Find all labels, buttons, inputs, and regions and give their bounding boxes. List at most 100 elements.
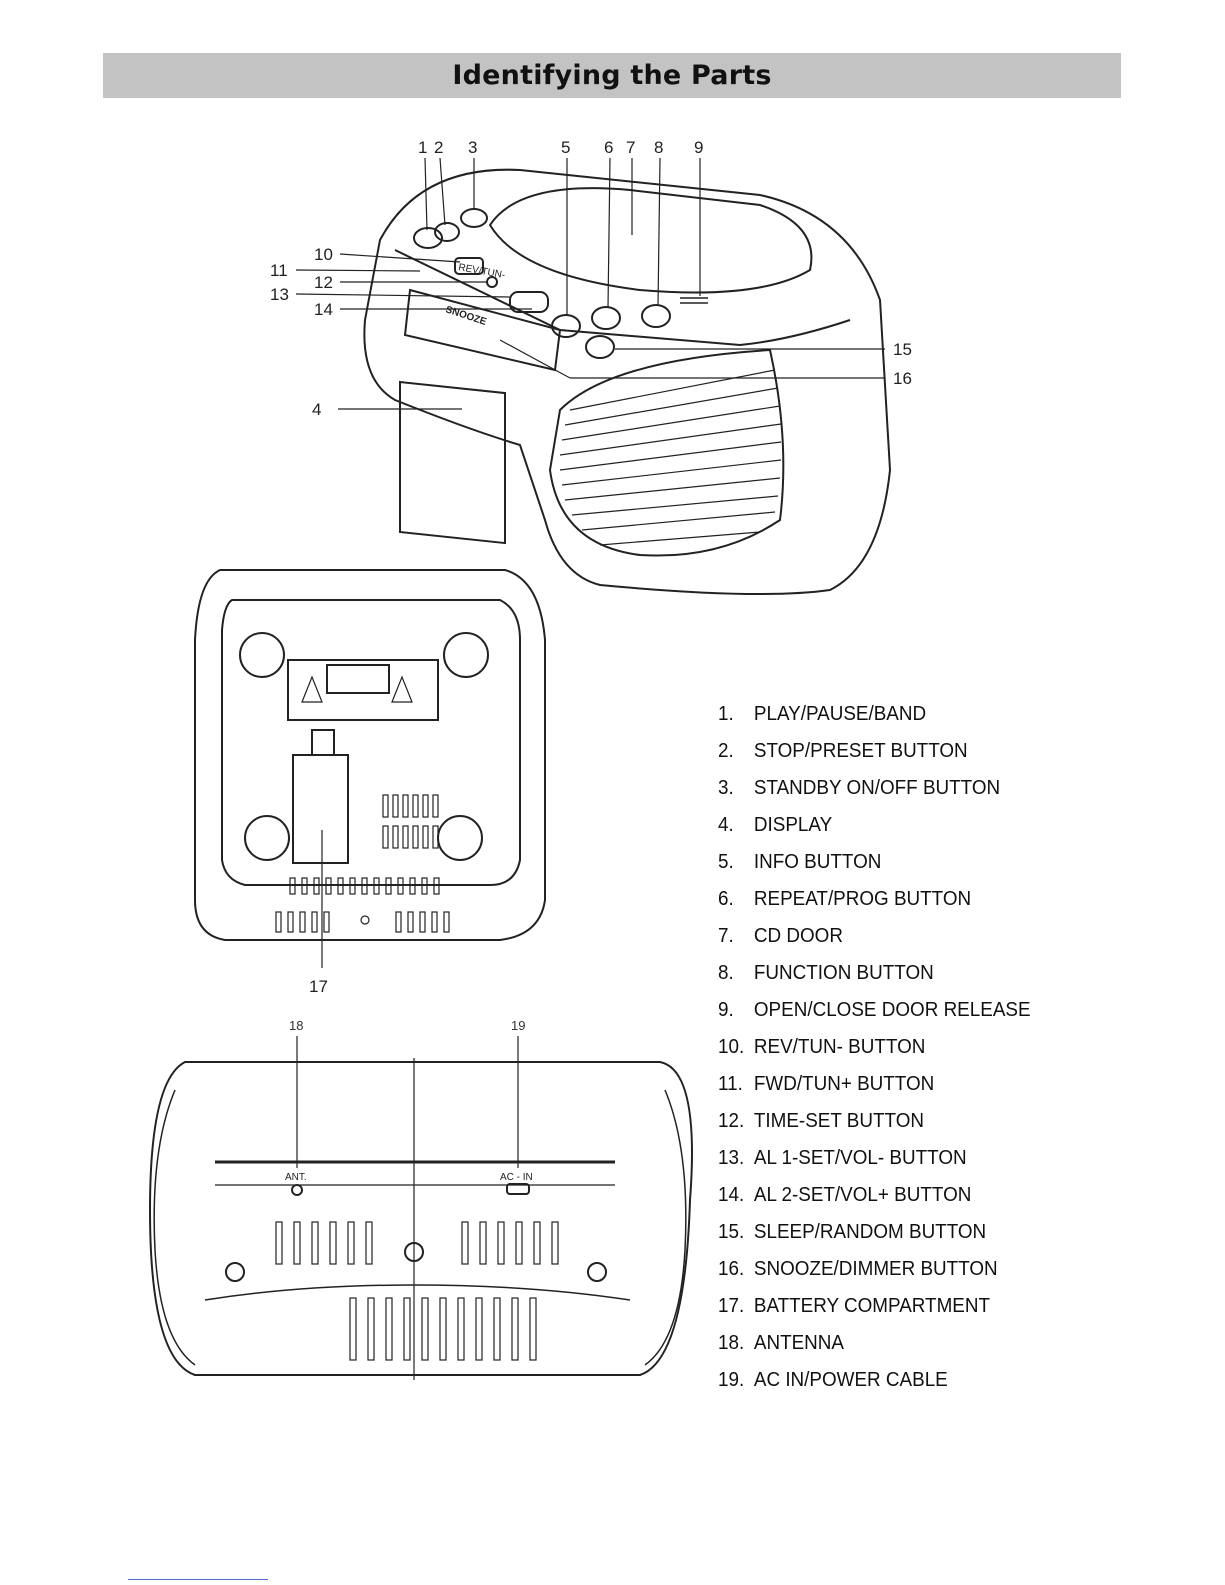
- warning-triangle-right: [391, 675, 413, 703]
- item-label: PLAY/PAUSE/BAND: [753, 702, 927, 725]
- item-number: 7.: [718, 924, 734, 947]
- battery-tab: [311, 729, 335, 756]
- item-number: 17.: [718, 1294, 745, 1317]
- cd-door-shape: [488, 187, 813, 294]
- item-number: 13.: [718, 1146, 745, 1169]
- callout-17: 17: [309, 977, 328, 996]
- item-number: 1.: [718, 702, 734, 725]
- list-item: 15. SLEEP/RANDOM BUTTON: [718, 1220, 1031, 1257]
- callout-2: 2: [434, 138, 443, 157]
- item-number: 19.: [718, 1368, 745, 1391]
- list-item: 18.ANTENNA: [718, 1331, 1031, 1368]
- repeat-button-shape: [591, 306, 621, 330]
- item-label: OPEN/CLOSE DOOR RELEASE: [753, 998, 1031, 1021]
- list-item: 19. AC IN/POWER CABLE: [718, 1368, 1031, 1405]
- callout-3: 3: [468, 138, 477, 157]
- list-item: 13. AL 1-SET/VOL- BUTTON: [718, 1146, 1031, 1183]
- item-number: 6.: [718, 887, 734, 910]
- item-label: REV/TUN- BUTTON: [753, 1035, 926, 1058]
- parts-list: 1. PLAY/PAUSE/BAND 2.STOP/PRESET BUTTON 3…: [718, 702, 1058, 1405]
- stop-button-shape: [434, 222, 460, 242]
- item-number: 4.: [718, 813, 734, 836]
- list-item: 16.SNOOZE/DIMMER BUTTON: [718, 1257, 1031, 1294]
- top-view-illustration: [295, 157, 892, 595]
- item-label: BATTERY COMPARTMENT: [753, 1294, 991, 1317]
- item-label: AL 2-SET/VOL+ BUTTON: [753, 1183, 972, 1206]
- sleep-button-shape: [585, 335, 615, 359]
- left-side-curve: [153, 1089, 196, 1366]
- standby-button-shape: [460, 208, 488, 228]
- callout-11: 11: [270, 261, 288, 280]
- callout-4: 4: [312, 400, 321, 419]
- list-item: 11. FWD/TUN+ BUTTON: [718, 1072, 1031, 1109]
- callout-16: 16: [893, 369, 912, 388]
- right-side-curve: [644, 1089, 687, 1366]
- antenna-port: [291, 1184, 303, 1196]
- back-body-outline: [148, 1061, 693, 1376]
- item-number: 3.: [718, 776, 734, 799]
- callout-12: 12: [314, 273, 333, 292]
- list-item: 5. INFO BUTTON: [718, 850, 1031, 887]
- item-number: 11.: [718, 1072, 743, 1095]
- page-title: Identifying the Parts: [452, 60, 772, 91]
- callout-7: 7: [626, 138, 635, 157]
- list-item: 10.REV/TUN- BUTTON: [718, 1035, 1031, 1072]
- rating-label: [287, 659, 439, 721]
- rating-label-box: [326, 664, 390, 694]
- item-label: FWD/TUN+ BUTTON: [753, 1072, 935, 1095]
- list-item: 4. DISPLAY: [718, 813, 1031, 850]
- item-label: STOP/PRESET BUTTON: [753, 739, 968, 762]
- item-number: 16.: [718, 1257, 745, 1280]
- back-lower-curve: [204, 1284, 631, 1301]
- rev-tun-button-shape: [454, 257, 484, 275]
- footer-rule: [128, 1579, 268, 1580]
- list-item: 8.FUNCTION BUTTON: [718, 961, 1031, 998]
- list-item: 3. STANDBY ON/OFF BUTTON: [718, 776, 1031, 813]
- callout-5: 5: [561, 138, 570, 157]
- item-label: DISPLAY: [753, 813, 833, 836]
- screw-left: [225, 1262, 245, 1282]
- info-button-shape: [551, 314, 581, 338]
- bottom-vents: [275, 794, 450, 933]
- back-view-callouts: 18 19 ANT. AC - IN: [285, 1018, 533, 1183]
- list-item: 7. CD DOOR: [718, 924, 1031, 961]
- item-label: STANDBY ON/OFF BUTTON: [753, 776, 1001, 799]
- callout-19: 19: [511, 1018, 525, 1033]
- snooze-print: SNOOZE: [444, 304, 488, 328]
- list-item: 2.STOP/PRESET BUTTON: [718, 739, 1031, 776]
- item-label: TIME-SET BUTTON: [753, 1109, 924, 1132]
- callout-6: 6: [604, 138, 613, 157]
- title-bar: Identifying the Parts: [103, 53, 1121, 98]
- top-leader-lines: [295, 157, 885, 410]
- callout-15: 15: [893, 340, 912, 359]
- item-number: 5.: [718, 850, 734, 873]
- list-item: 6.REPEAT/PROG BUTTON: [718, 887, 1031, 924]
- item-label: CD DOOR: [753, 924, 843, 947]
- item-label: AL 1-SET/VOL- BUTTON: [753, 1146, 967, 1169]
- bottom-body-outline: [194, 569, 546, 941]
- ant-port-label: ANT.: [285, 1172, 307, 1183]
- screw-center: [404, 1242, 424, 1262]
- foot-bottom-left: [244, 815, 290, 861]
- screw-right: [587, 1262, 607, 1282]
- foot-top-left: [239, 632, 285, 678]
- callout-9: 9: [694, 138, 703, 157]
- ac-in-port-label: AC - IN: [500, 1172, 533, 1183]
- item-label: INFO BUTTON: [753, 850, 882, 873]
- back-vents: [275, 1221, 559, 1361]
- foot-bottom-right: [437, 815, 483, 861]
- item-number: 15.: [718, 1220, 745, 1243]
- item-label: SLEEP/RANDOM BUTTON: [753, 1220, 987, 1243]
- item-number: 12.: [718, 1109, 745, 1132]
- foot-top-right: [443, 632, 489, 678]
- callout-1: 1: [418, 138, 427, 157]
- callout-13: 13: [270, 285, 289, 304]
- speaker-grille: [548, 348, 785, 557]
- snooze-bar: [403, 288, 562, 372]
- list-item: 1. PLAY/PAUSE/BAND: [718, 702, 1031, 739]
- list-item: 17. BATTERY COMPARTMENT: [718, 1294, 1031, 1331]
- function-button-shape: [641, 304, 671, 328]
- item-number: 14.: [718, 1183, 745, 1206]
- item-label: AC IN/POWER CABLE: [753, 1368, 948, 1391]
